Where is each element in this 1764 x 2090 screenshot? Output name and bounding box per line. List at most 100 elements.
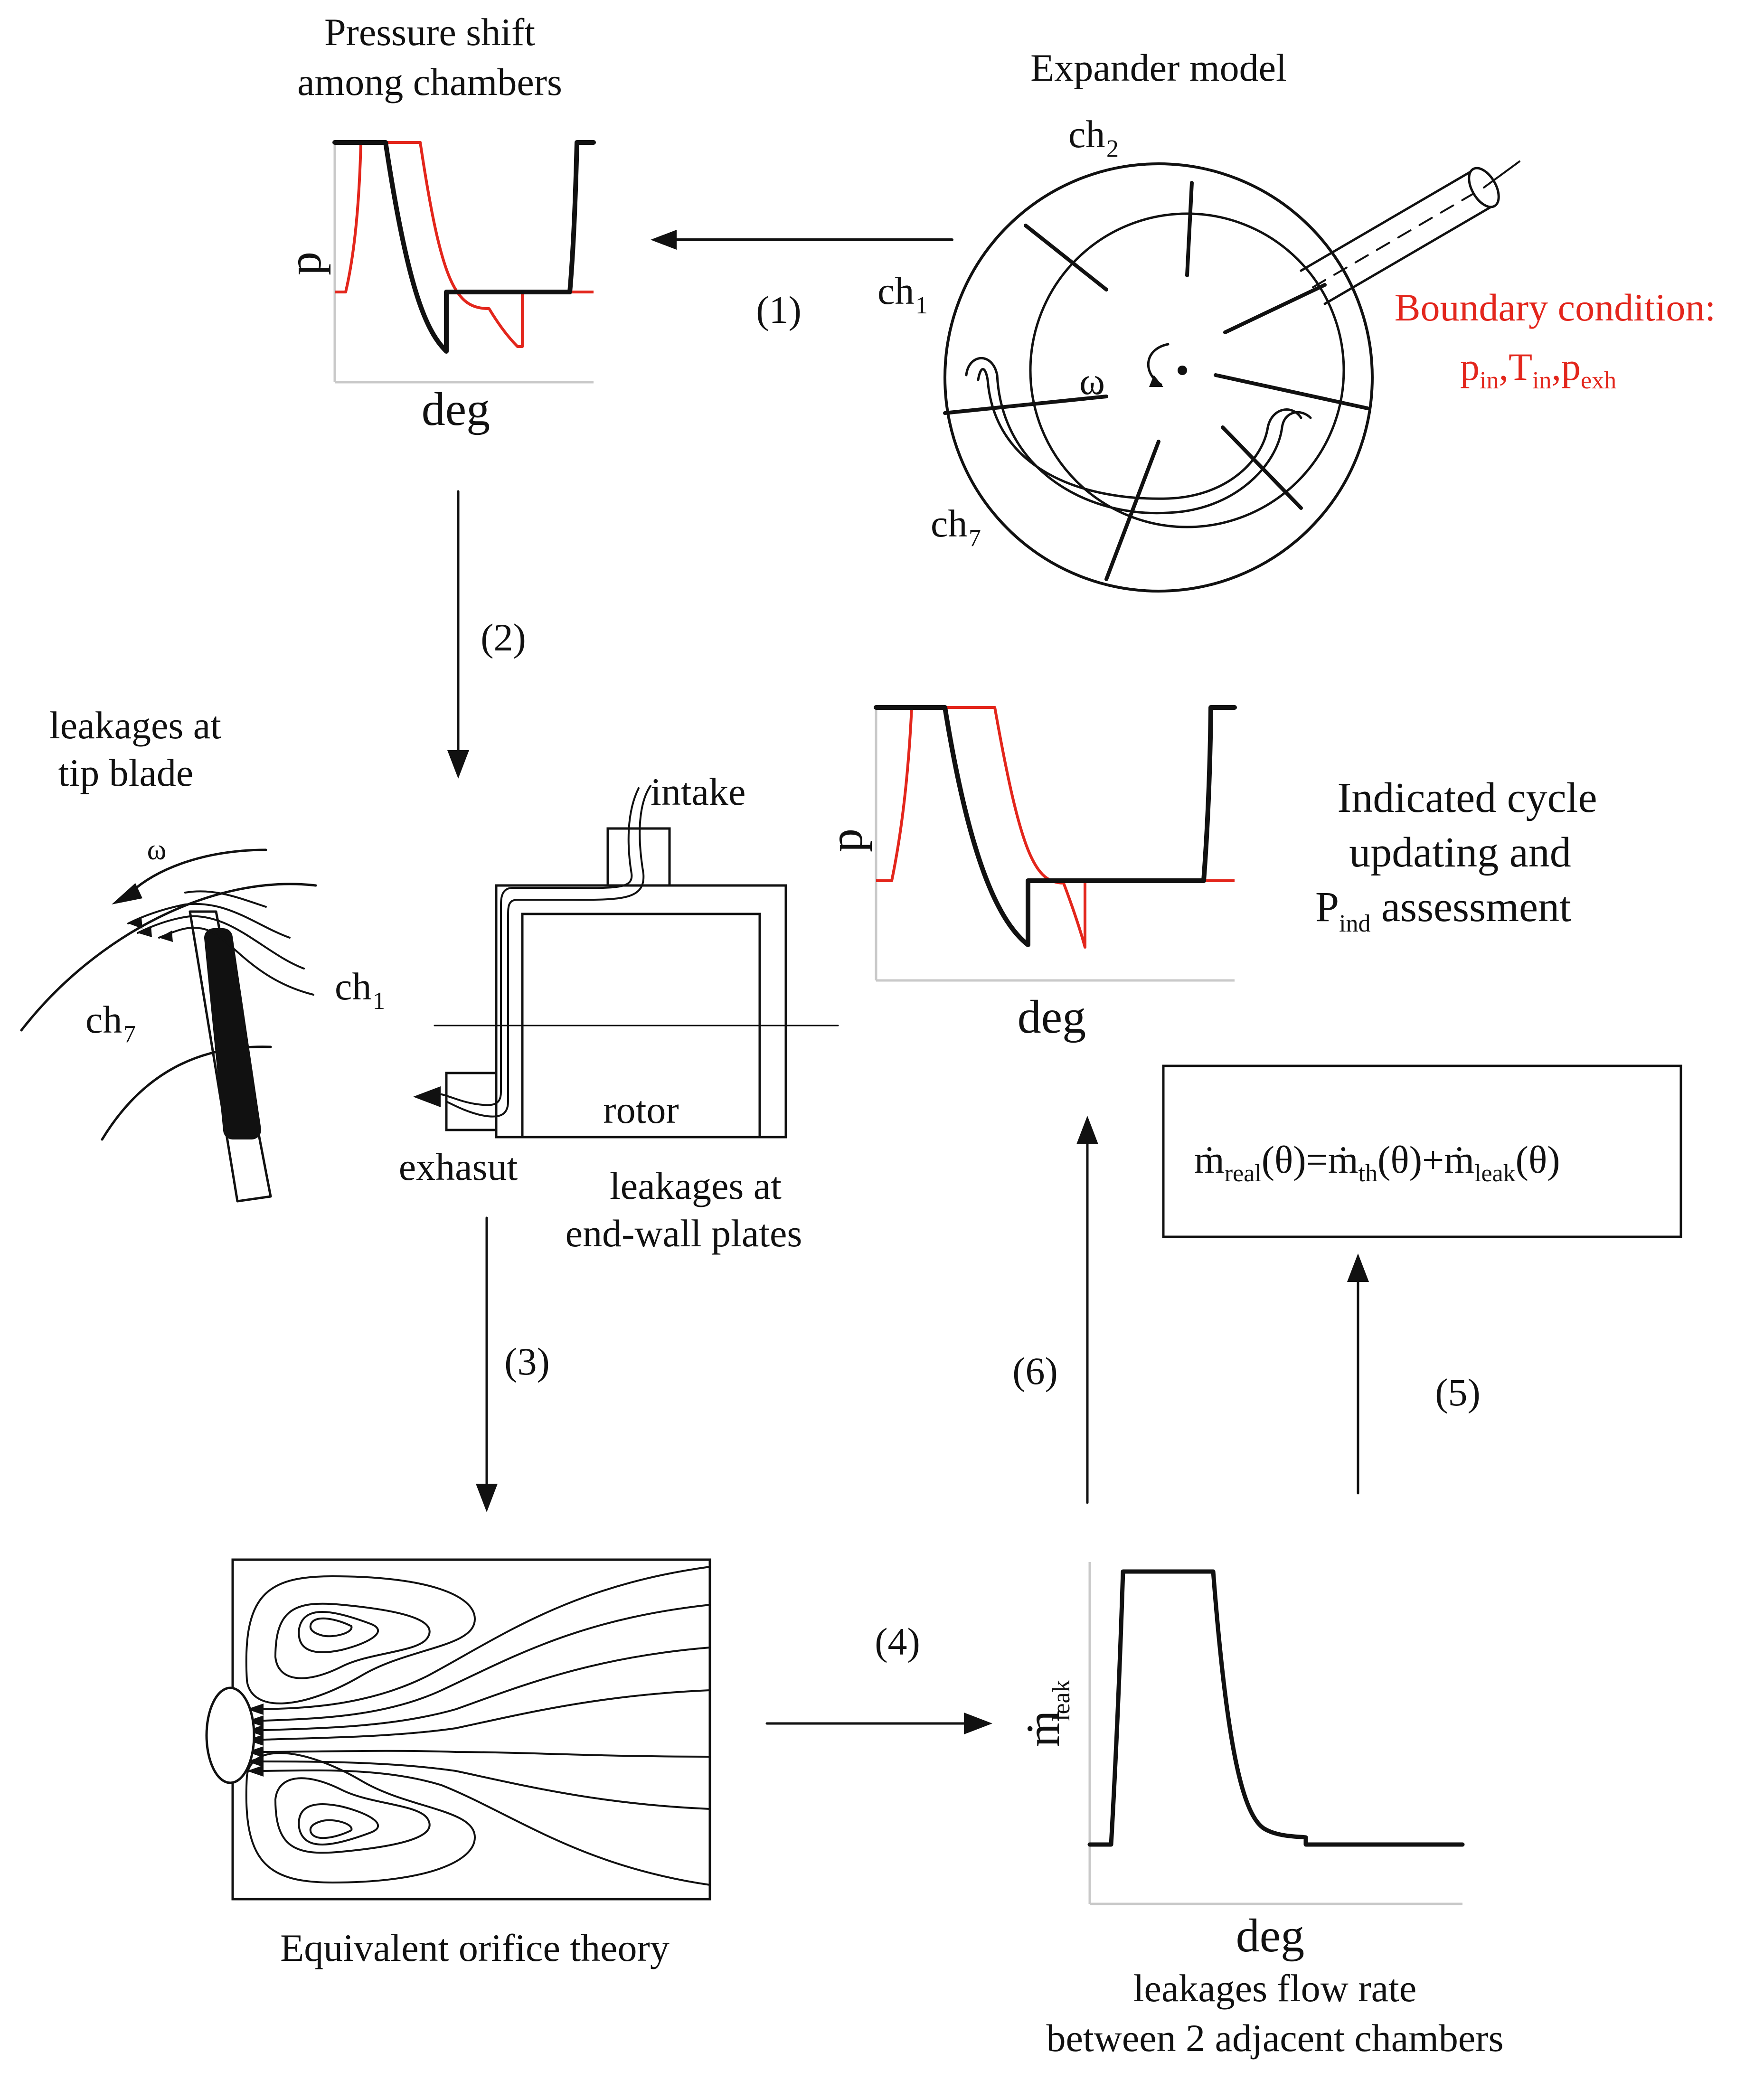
leak-arrowhead-icon xyxy=(138,926,152,937)
svg-text:ch: ch xyxy=(1068,113,1105,156)
leak-arrowhead-icon xyxy=(128,917,142,929)
expander-model: Expander model ω xyxy=(877,46,1520,593)
vanes xyxy=(943,181,1369,581)
exhaust-port-inner xyxy=(977,368,1302,500)
tip-label-ch1: ch 1 xyxy=(335,965,385,1015)
upper-recirc-mid xyxy=(274,1602,431,1679)
streamline-4 xyxy=(251,1689,711,1741)
label-ch7: ch 7 xyxy=(931,502,981,552)
lower-recirc-core xyxy=(309,1819,353,1839)
indicated-chart-xlabel: deg xyxy=(1018,990,1086,1043)
leak-path-line-1 xyxy=(445,785,651,1118)
indicated-curve-black xyxy=(874,705,1237,947)
svg-text:ch: ch xyxy=(85,998,122,1041)
rotor-label: rotor xyxy=(603,1088,679,1131)
streamline-5 xyxy=(251,1750,711,1758)
arrowhead-icon xyxy=(964,1713,992,1734)
indicated-pressure-chart: p deg xyxy=(820,705,1237,1043)
step-6-label: (6) xyxy=(1012,1349,1058,1393)
rotation-arrowhead-icon xyxy=(1149,375,1163,387)
pressure-shift-title-line2: among chambers xyxy=(297,60,562,104)
step-5-arrow: (5) xyxy=(1347,1253,1481,1495)
inlet-pipe xyxy=(1300,160,1520,305)
mass-flow-equation: ṁreal(θ)=ṁth(θ)+ṁleak(θ) xyxy=(1162,1064,1682,1238)
indicated-cycle-text: Indicated cycle updating and Pind assess… xyxy=(1315,774,1597,937)
leak-chart-xlabel: deg xyxy=(1236,1909,1304,1962)
svg-text:7: 7 xyxy=(969,525,981,552)
intake-port xyxy=(606,827,671,889)
expander-model-title: Expander model xyxy=(1030,46,1287,89)
leakage-flow-chart: ṁ leak deg leakages flow rate between 2 … xyxy=(1017,1562,1504,2060)
expander-omega: ω xyxy=(1079,359,1105,403)
tip-omega: ω xyxy=(147,834,167,866)
arrowhead-icon xyxy=(1347,1253,1369,1282)
leak-arrowhead-icon xyxy=(159,931,173,942)
svg-text:ch: ch xyxy=(877,269,914,312)
rotation-arc xyxy=(1147,343,1170,386)
intake-label: intake xyxy=(651,770,745,813)
boundary-title: Boundary condition: xyxy=(1395,286,1716,329)
indicated-line2: updating and xyxy=(1349,829,1571,876)
step-4-arrow: (4) xyxy=(765,1620,992,1734)
tip-rotation-arc xyxy=(129,848,267,894)
indicated-line1: Indicated cycle xyxy=(1337,774,1597,821)
leak-path-line-2 xyxy=(441,787,640,1106)
svg-text:ṁ: ṁ xyxy=(1017,1710,1069,1747)
label-ch2: ch 2 xyxy=(1068,113,1119,162)
leak-flow-line-3 xyxy=(127,903,291,939)
step-1-arrow: (1) xyxy=(651,230,953,331)
pressure-curve-black xyxy=(332,140,596,354)
orifice-arrowheads xyxy=(247,1704,264,1777)
endwall-caption-line1: leakages at xyxy=(610,1164,782,1207)
arrowhead-icon xyxy=(651,230,677,250)
exhaust-port-outer xyxy=(965,357,1312,515)
step-3-label: (3) xyxy=(504,1340,550,1383)
streamline-7 xyxy=(251,1769,711,1886)
stator-arc xyxy=(20,883,317,1032)
svg-text:ch: ch xyxy=(931,502,967,545)
tip-rotation-arrowhead-icon xyxy=(112,883,142,904)
upper-recirc-core xyxy=(309,1617,353,1638)
pressure-shift-chart: Pressure shift among chambers p deg xyxy=(278,10,596,435)
lower-recirc-inner xyxy=(298,1803,379,1845)
upper-recirc-inner xyxy=(298,1611,379,1653)
svg-text:1: 1 xyxy=(915,292,928,319)
boundary-values: pin,Tin,pexh xyxy=(1460,345,1616,394)
upper-recirc-outer xyxy=(245,1575,476,1704)
orifice-caption: Equivalent orifice theory xyxy=(280,1926,670,1969)
exhaust-port xyxy=(445,1072,498,1131)
step-4-label: (4) xyxy=(875,1620,920,1663)
arrowhead-icon xyxy=(1076,1116,1098,1144)
arrowhead-icon xyxy=(447,750,469,779)
exhaust-label: exhasut xyxy=(399,1145,518,1188)
equation-box xyxy=(1162,1064,1682,1238)
svg-text:7: 7 xyxy=(123,1021,136,1048)
stator-circle xyxy=(943,162,1374,593)
leak-flow-line-4 xyxy=(184,890,267,908)
orifice-ellipse xyxy=(205,1686,255,1784)
streamline-6 xyxy=(251,1760,711,1810)
pressure-curve-red xyxy=(335,141,594,348)
svg-text:leak: leak xyxy=(1048,1680,1075,1721)
rotor-center-dot xyxy=(1178,366,1187,375)
exhaust-arrowhead-icon xyxy=(413,1086,441,1107)
svg-text:ch: ch xyxy=(335,965,371,1008)
leak-chart-caption-line1: leakages flow rate xyxy=(1133,1967,1416,2010)
pressure-shift-ylabel: p xyxy=(278,252,331,275)
step-2-arrow: (2) xyxy=(447,490,526,779)
tip-leak-title-line2: tip blade xyxy=(58,751,194,794)
lower-recirc-outer xyxy=(245,1752,476,1883)
rotor-circle xyxy=(1029,212,1345,528)
streamline-3 xyxy=(251,1647,711,1732)
streamline-2 xyxy=(251,1604,711,1722)
step-6-arrow: (6) xyxy=(1012,1116,1098,1504)
label-ch1: ch 1 xyxy=(877,269,928,319)
arrowhead-icon xyxy=(476,1484,498,1512)
streamline-1 xyxy=(251,1566,711,1710)
boundary-condition: Boundary condition: pin,Tin,pexh xyxy=(1395,286,1716,394)
svg-text:1: 1 xyxy=(373,988,385,1015)
leak-chart-ylabel: ṁ leak xyxy=(1017,1680,1075,1747)
step-2-label: (2) xyxy=(481,616,526,659)
lower-recirc-mid xyxy=(274,1777,431,1854)
step-3-arrow: (3) xyxy=(476,1216,550,1512)
